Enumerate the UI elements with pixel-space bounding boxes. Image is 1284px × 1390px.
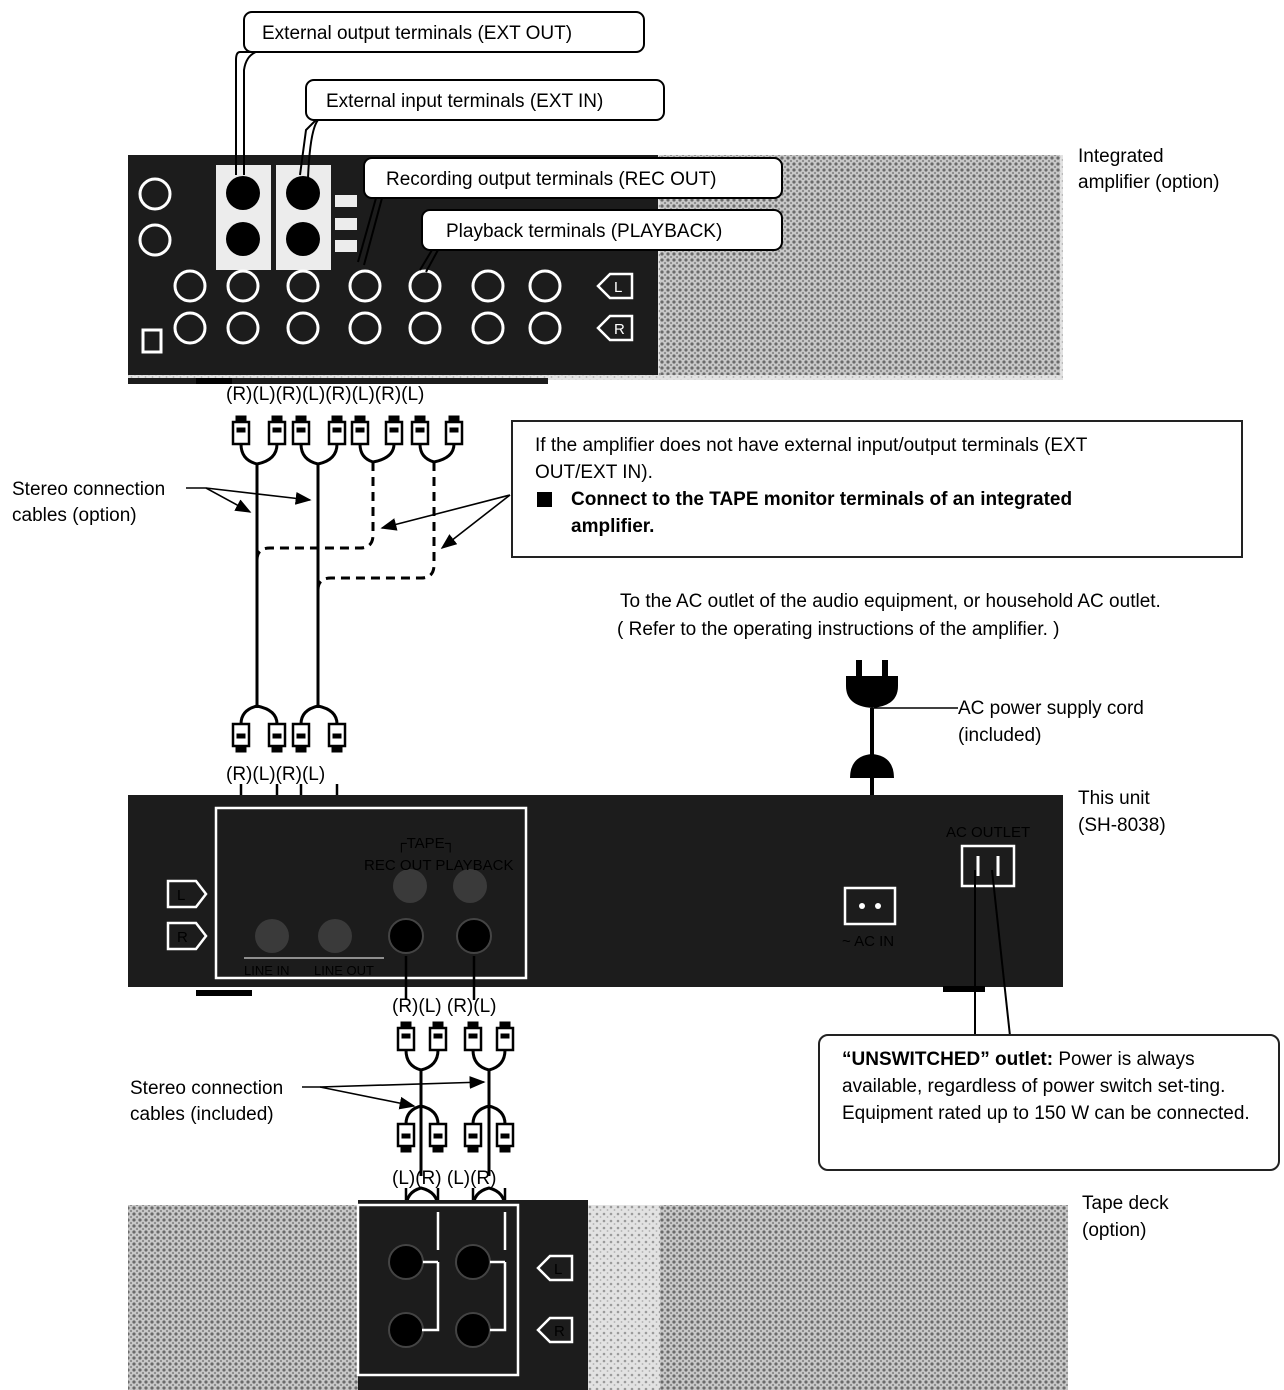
callout-playback-text: Playback terminals (PLAYBACK) xyxy=(446,221,722,242)
unit-bottom-channel-labels: (R)(L) (R)(L) xyxy=(392,996,496,1017)
no-ext-terminals-note: If the amplifier does not have external … xyxy=(511,420,1243,558)
ac-cord-label-1: AC power supply cord xyxy=(958,698,1144,719)
cable-option-label-2: cables (option) xyxy=(12,505,137,526)
unit-label-2: (SH-8038) xyxy=(1078,815,1166,836)
amp-ext-out-jack-lower xyxy=(226,222,260,256)
ac-outlet-text-2: ( Refer to the operating instructions of… xyxy=(617,619,1060,640)
amp-ext-in-jack-lower xyxy=(286,222,320,256)
deck-r-mark: R xyxy=(554,1323,565,1340)
unswitched-title: “UNSWITCHED” outlet: xyxy=(842,1049,1054,1070)
amp-ext-out-jack-upper xyxy=(226,176,260,210)
unit-bottom-plugs xyxy=(396,1021,515,1052)
cable-included-label-1: Stereo connection xyxy=(130,1078,283,1099)
deck-plugs xyxy=(396,1122,515,1153)
bullet-square-icon xyxy=(537,492,552,507)
ac-plug xyxy=(846,660,958,796)
amp-l-mark: L xyxy=(614,279,622,296)
amp-ext-in-jack-upper xyxy=(286,176,320,210)
ac-outlet-text-1: To the AC outlet of the audio equipment,… xyxy=(620,591,1161,612)
cable-included-label-2: cables (included) xyxy=(130,1104,274,1125)
cable-option-label-1: Stereo connection xyxy=(12,479,165,500)
callout-ext-in-text: External input terminals (EXT IN) xyxy=(326,91,603,112)
callout-ext-out-text: External output terminals (EXT OUT) xyxy=(262,23,572,44)
deck-channel-labels: (L)(R) (L)(R) xyxy=(392,1168,496,1189)
callout-rec-out-text: Recording output terminals (REC OUT) xyxy=(386,169,717,190)
unit-tape-label: ┌TAPE┐ xyxy=(396,835,455,853)
unit-top-plugs xyxy=(231,722,347,753)
amp-r-mark: R xyxy=(614,321,625,338)
callout-ext-in: External input terminals (EXT IN) xyxy=(299,79,665,179)
unit-ac-outlet-label: AC OUTLET xyxy=(946,824,1030,841)
amplifier-label-2: amplifier (option) xyxy=(1078,172,1220,193)
amplifier-label-1: Integrated xyxy=(1078,146,1164,167)
unit-top-channel-labels: (R)(L)(R)(L) xyxy=(226,764,325,785)
unit-label-1: This unit xyxy=(1078,788,1151,809)
unit-l-mark: L xyxy=(177,887,185,904)
note-bullet: Connect to the TAPE monitor terminals of… xyxy=(535,486,1209,540)
amp-channel-labels: (R)(L)(R)(L)(R)(L)(R)(L) xyxy=(226,384,424,405)
unswitched-outlet-note: “UNSWITCHED” outlet: Power is always ava… xyxy=(818,1034,1280,1171)
unit-r-mark: R xyxy=(177,929,188,946)
callout-rec-out: Recording output terminals (REC OUT) xyxy=(357,157,783,266)
callout-ext-out: External output terminals (EXT OUT) xyxy=(235,11,645,175)
tape-deck-panel: L R xyxy=(128,1200,1068,1390)
note-line-1: If the amplifier does not have external … xyxy=(535,435,1088,456)
callout-playback: Playback terminals (PLAYBACK) xyxy=(419,209,783,273)
unit-line-in-label: LINE IN xyxy=(244,963,290,978)
unit-rec-out-playback-label: REC OUT PLAYBACK xyxy=(364,857,514,874)
unit-line-out-label: LINE OUT xyxy=(314,963,374,978)
deck-label-1: Tape deck xyxy=(1082,1193,1169,1214)
note-line-2: OUT/EXT IN). xyxy=(535,462,653,483)
deck-label-2: (option) xyxy=(1082,1220,1146,1241)
unit-ac-in-label: ~ AC IN xyxy=(842,933,894,950)
note-bullet-line-1: Connect to the TAPE monitor terminals of… xyxy=(571,489,1073,510)
deck-l-mark: L xyxy=(554,1261,562,1278)
unswitched-text: Power is always available, regardless of… xyxy=(842,1049,1250,1124)
amp-plugs xyxy=(231,415,464,446)
ac-cord-label-2: (included) xyxy=(958,725,1041,746)
note-bullet-line-2: amplifier. xyxy=(571,516,655,537)
unit-panel xyxy=(128,795,1063,996)
